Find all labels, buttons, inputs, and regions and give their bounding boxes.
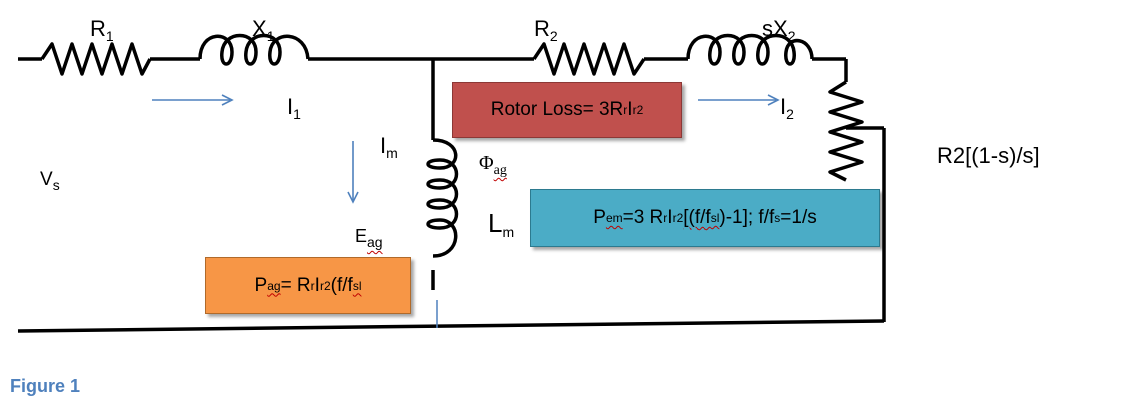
label-i1: I1: [287, 94, 301, 122]
label-i2: I2: [780, 94, 794, 122]
arrow-im-head: [347, 191, 359, 204]
label-r2: R2: [534, 16, 558, 44]
label-load: R2[(1-s)/s]: [937, 143, 1040, 168]
resistor-r2: [532, 42, 646, 76]
label-eag: Eag: [355, 226, 383, 250]
label-lm: Lm: [488, 208, 515, 240]
figure-caption: Figure 1: [10, 376, 81, 396]
label-phi-ag: Φag: [479, 152, 507, 178]
inductor-lm: [426, 138, 459, 258]
label-sx2: sX2: [762, 16, 796, 44]
label-vs: Vs: [40, 169, 60, 193]
label-im: Im: [380, 133, 398, 161]
resistor-r1: [40, 42, 152, 76]
label-r1: R1: [90, 16, 114, 44]
inductor-x1: [198, 33, 310, 66]
resistor-load: [828, 80, 864, 182]
label-x1: X1: [252, 16, 275, 44]
wire-bottom: [17, 319, 885, 333]
arrow-i2-head: [767, 94, 780, 106]
arrow-i1-head: [221, 94, 234, 106]
inductor-sx2: [686, 33, 814, 66]
